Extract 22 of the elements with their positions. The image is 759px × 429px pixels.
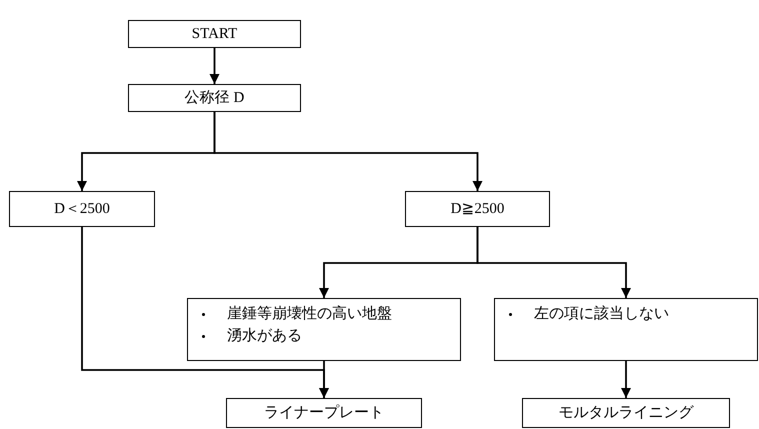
list-item-text: 崖錘等崩壊性の高い地盤 [227, 305, 392, 323]
process-box [187, 298, 461, 361]
list-item-text: 左の項に該当しない [534, 305, 669, 323]
process-box [226, 398, 422, 428]
box-label: ライナープレート [264, 404, 384, 422]
box-label: モルタルライニング [558, 404, 694, 422]
process-box [405, 191, 550, 227]
box-label: START [192, 25, 238, 43]
box-label: 公称径 D [184, 89, 244, 107]
process-box [9, 191, 155, 227]
list-item-text: 湧水がある [227, 327, 302, 345]
arrow [210, 48, 220, 84]
process-box [128, 84, 301, 112]
arrow [476, 227, 631, 298]
process-box [522, 398, 730, 428]
arrow [214, 112, 482, 191]
box-label: D＜2500 [54, 200, 110, 218]
arrow [621, 361, 631, 398]
process-box [128, 20, 301, 48]
box-label: D≧2500 [450, 200, 504, 218]
process-box [494, 298, 758, 361]
arrow [81, 227, 329, 398]
